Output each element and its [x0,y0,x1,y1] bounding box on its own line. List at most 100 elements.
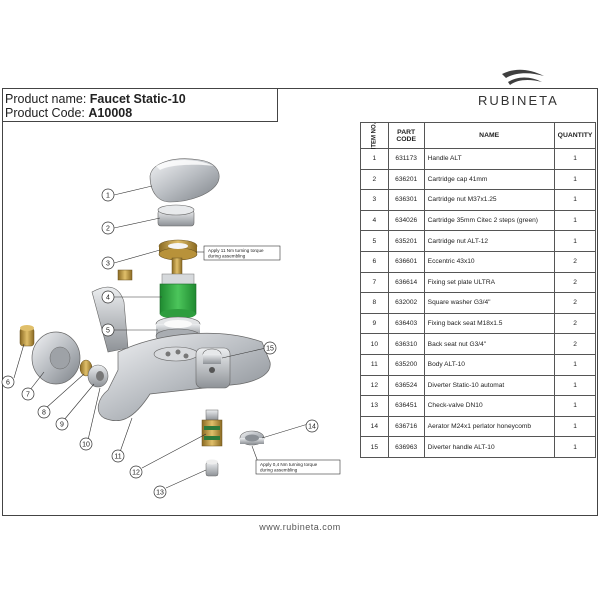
callout-circle [153,485,167,499]
header-quantity: QUANTITY [553,122,597,149]
callout-11: 11 [111,449,125,463]
callout-13: 13 [153,485,167,499]
product-name-label: Product name: [5,92,87,106]
callout-circle [1,375,15,389]
part-name-cell: Fixing set plate ULTRA [423,271,555,294]
brand-name: RUBINETA [478,93,559,108]
quantity-cell: 1 [553,415,597,438]
eccentric-part [19,325,35,347]
quantity-cell: 2 [553,312,597,335]
callout-circle [55,417,69,431]
drawing-frame [2,88,598,516]
callout-leaders [13,185,309,489]
header-part-code: PART CODE [387,122,425,149]
diverter-part [201,409,223,447]
header-item-no: ITEM NO. [360,122,389,149]
item-no-cell: 9 [360,312,389,335]
part-code-cell: 631173 [387,148,425,170]
callout-circle [263,341,277,355]
quantity-cell: 1 [553,395,597,417]
item-no-cell: 10 [360,333,389,355]
part-name-cell: Cartridge cap 41mm [423,168,555,191]
quantity-cell: 1 [553,148,597,170]
callout-circle [101,256,115,270]
part-name-cell: Eccentric 43x10 [423,250,555,273]
quantity-cell: 2 [553,292,597,314]
quantity-cell: 1 [553,189,597,211]
check-valve-part [205,459,219,477]
item-no-cell: 3 [360,189,389,211]
part-name-cell: Fixing back seat M18x1.5 [423,312,555,335]
product-name-line: Product name: Faucet Static-10 [5,92,186,106]
part-code-cell: 636601 [387,250,425,273]
callout-9: 9 [55,417,69,431]
callout-15: 15 [263,341,277,355]
callout-number: 15 [266,346,274,353]
item-no-cell: 13 [360,395,389,417]
quantity-cell: 1 [553,209,597,232]
callout-number: 1 [106,193,110,200]
callout-circle [37,405,51,419]
item-no-cell: 6 [360,250,389,273]
body-part [91,269,271,422]
part-code-cell: 636524 [387,374,425,397]
part-name-cell: Back seat nut G3/4" [423,333,555,355]
part-name-cell: Cartridge nut M37x1.25 [423,189,555,211]
item-no-cell: 1 [360,148,389,170]
header-name: NAME [423,122,555,149]
callout-circle [305,419,319,433]
part-name-cell: Diverter Static-10 automat [423,374,555,397]
item-no-cell: 2 [360,168,389,191]
cartridge-nut-part [158,239,198,261]
part-name-cell: Cartridge 35mm Citec 2 steps (green) [423,209,555,232]
callout-circle [101,221,115,235]
callout-6: 6 [1,375,15,389]
callout-number: 8 [42,410,46,417]
callout-circle [101,290,115,304]
callout-number: 13 [156,490,164,497]
diverter-handle-part [202,348,222,373]
part-name-cell: Square washer G3/4" [423,292,555,314]
part-code-cell: 636201 [387,168,425,191]
part-name-cell: Cartridge nut ALT-12 [423,230,555,252]
callout-number: 7 [26,392,30,399]
part-code-cell: 632002 [387,292,425,314]
quantity-cell: 1 [553,230,597,252]
website-link[interactable]: www.rubineta.com [259,522,341,532]
callout-circle [101,188,115,202]
part-name-cell: Body ALT-10 [423,353,555,376]
item-no-cell: 7 [360,271,389,294]
product-code-line: Product Code: A10008 [5,106,132,120]
part-name-cell: Handle ALT [423,148,555,170]
callout-2: 2 [101,221,115,235]
item-no-cell: 12 [360,374,389,397]
part-code-cell: 635200 [387,353,425,376]
callout-circle [111,449,125,463]
callout-number: 10 [82,442,90,449]
item-no-cell: 14 [360,415,389,438]
part-code-cell: 634026 [387,209,425,232]
callout-number: 11 [114,454,121,461]
quantity-cell: 2 [553,333,597,355]
part-code-cell: 636310 [387,333,425,355]
part-code-cell: 636403 [387,312,425,335]
product-code-label: Product Code: [5,106,85,120]
callout-1: 1 [101,188,115,202]
back-seat-part [87,364,109,388]
quantity-cell: 1 [553,353,597,376]
part-code-cell: 635201 [387,230,425,252]
